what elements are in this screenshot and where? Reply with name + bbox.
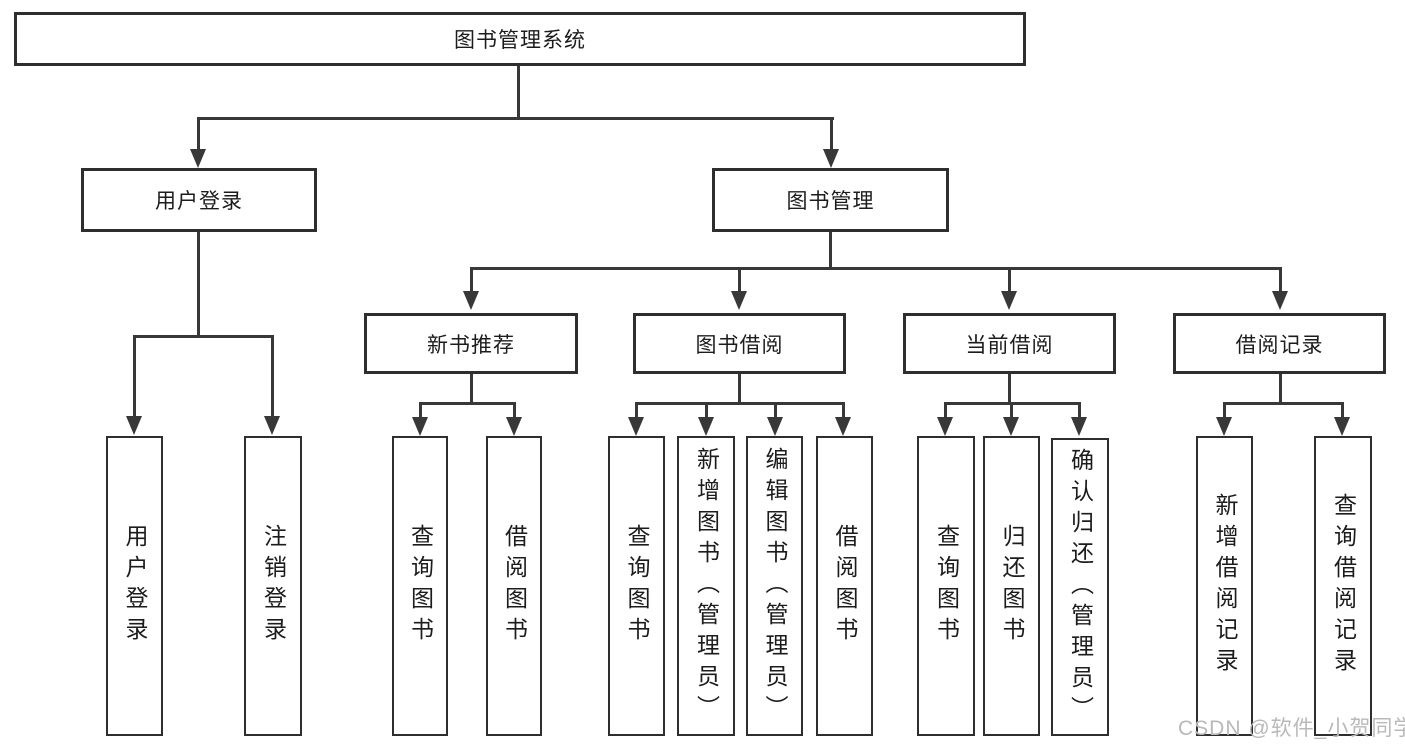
leaf-user-login-label: 用户登录 [122, 524, 148, 648]
node-user-login: 用户登录 [81, 168, 317, 232]
node-user-login-label: 用户登录 [155, 190, 243, 213]
leaf-add-borrow-record-label: 新增借阅记录 [1212, 493, 1238, 679]
leaf-confirm-return-admin: 确认归还（管理员） [1051, 438, 1109, 736]
leaf-add-book-admin-label: 新增图书（管理员） [693, 446, 720, 726]
leaf-recommend-query-book-label: 查询图书 [407, 524, 434, 648]
leaf-logout-label: 注销登录 [260, 524, 287, 648]
connector-line [419, 402, 516, 405]
connector-line [829, 232, 832, 270]
node-book-borrowing: 图书借阅 [633, 313, 846, 374]
leaf-query-borrow-record: 查询借阅记录 [1314, 436, 1372, 736]
arrowhead-down-icon [731, 291, 747, 310]
arrowhead-down-icon [937, 417, 953, 436]
connector-line [1279, 374, 1282, 405]
arrowhead-down-icon [698, 417, 714, 436]
connector-line [842, 402, 845, 418]
leaf-recommend-borrow-book: 借阅图书 [486, 436, 542, 736]
node-book-management-label: 图书管理 [786, 190, 875, 213]
leaf-borrowing-borrow-book: 借阅图书 [816, 436, 873, 736]
node-book-borrowing-label: 图书借阅 [695, 333, 784, 357]
leaf-recommend-borrow-book-label: 借阅图书 [501, 524, 528, 648]
connector-line [1279, 267, 1282, 292]
node-new-book-recommend: 新书推荐 [364, 313, 578, 374]
leaf-edit-book-admin-label: 编辑图书（管理员） [762, 446, 788, 726]
connector-line [738, 267, 741, 292]
leaf-return-book: 归还图书 [983, 436, 1040, 736]
leaf-edit-book-admin: 编辑图书（管理员） [746, 436, 803, 736]
node-borrowing-records: 借阅记录 [1173, 313, 1386, 374]
arrowhead-down-icon [264, 416, 280, 435]
connector-line [470, 374, 473, 405]
connector-line [1008, 267, 1011, 292]
connector-line [470, 267, 473, 292]
node-current-borrowing: 当前借阅 [903, 313, 1116, 374]
connector-line [1223, 402, 1343, 405]
leaf-recommend-query-book: 查询图书 [392, 436, 448, 736]
leaf-user-login: 用户登录 [106, 436, 163, 736]
leaf-logout: 注销登录 [244, 436, 302, 736]
leaf-current-query-book-label: 查询图书 [933, 524, 960, 648]
leaf-add-book-admin: 新增图书（管理员） [677, 436, 735, 736]
connector-line [944, 402, 947, 418]
connector-line [738, 374, 741, 405]
connector-line [635, 402, 638, 418]
leaf-borrowing-borrow-book-label: 借阅图书 [832, 524, 858, 648]
connector-line [470, 267, 1282, 270]
arrowhead-down-icon [767, 417, 783, 436]
leaf-borrowing-query-book-label: 查询图书 [624, 524, 650, 648]
connector-line [133, 335, 136, 417]
arrowhead-down-icon [190, 149, 206, 168]
connector-line [1008, 374, 1011, 405]
arrowhead-down-icon [1334, 417, 1350, 436]
leaf-query-borrow-record-label: 查询借阅记录 [1330, 493, 1357, 679]
leaf-current-query-book: 查询图书 [917, 436, 975, 736]
arrowhead-down-icon [1003, 417, 1019, 436]
arrowhead-down-icon [835, 417, 851, 436]
connector-line [271, 335, 274, 417]
leaf-borrowing-query-book: 查询图书 [608, 436, 665, 736]
connector-line [830, 117, 833, 150]
connector-line [1078, 402, 1081, 418]
node-root-label: 图书管理系统 [454, 29, 586, 52]
connector-line [1010, 402, 1013, 418]
arrowhead-down-icon [506, 417, 522, 436]
leaf-confirm-return-admin-label: 确认归还（管理员） [1067, 447, 1094, 727]
connector-line [419, 402, 422, 418]
connector-line [133, 335, 274, 338]
node-new-book-recommend-label: 新书推荐 [427, 333, 515, 357]
connector-line [197, 117, 200, 150]
connector-line [197, 232, 200, 338]
node-borrowing-records-label: 借阅记录 [1235, 333, 1324, 357]
arrowhead-down-icon [1216, 417, 1232, 436]
arrowhead-down-icon [412, 417, 428, 436]
connector-line [705, 402, 708, 418]
arrowhead-down-icon [1001, 291, 1017, 310]
leaf-add-borrow-record: 新增借阅记录 [1196, 436, 1253, 736]
arrowhead-down-icon [463, 291, 479, 310]
connector-line [1223, 402, 1226, 418]
node-root: 图书管理系统 [14, 12, 1026, 66]
leaf-return-book-label: 归还图书 [999, 524, 1025, 648]
arrowhead-down-icon [1071, 417, 1087, 436]
arrowhead-down-icon [126, 416, 142, 435]
node-current-borrowing-label: 当前借阅 [965, 333, 1054, 357]
connector-line [197, 117, 834, 120]
arrowhead-down-icon [1272, 291, 1288, 310]
connector-line [513, 402, 516, 418]
csdn-watermark: CSDN @软件_小贺同学 [1178, 717, 1405, 740]
connector-line [635, 402, 845, 405]
arrowhead-down-icon [628, 417, 644, 436]
connector-line [517, 65, 520, 120]
node-book-management: 图书管理 [712, 168, 949, 232]
connector-line [774, 402, 777, 418]
connector-line [1341, 402, 1344, 418]
arrowhead-down-icon [823, 149, 839, 168]
